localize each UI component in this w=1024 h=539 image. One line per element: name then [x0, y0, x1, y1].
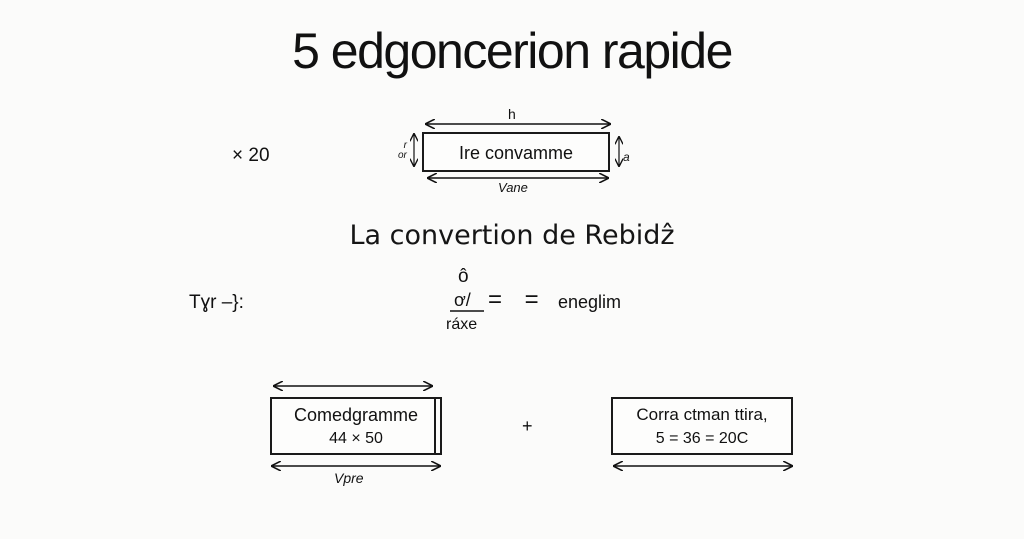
bottom-left-box: Comedgramme 44 × 50	[270, 397, 442, 455]
bottom-left-box-bottom-label: Vpre	[334, 470, 364, 486]
bottom-right-box-line1: Corra ctman ttira,	[636, 405, 768, 424]
fraction-result: eneglim	[558, 292, 622, 312]
fraction-denominator: ráxe	[446, 316, 478, 333]
bottom-left-box-line1: Comedgramme	[293, 405, 419, 425]
top-box-bottom-label: Vane	[498, 180, 528, 195]
fraction-mid: ơ/	[454, 290, 471, 310]
top-left-label: × 20	[232, 145, 270, 166]
top-box-text: Ire convamme	[458, 143, 574, 163]
section-heading: La convertion de Rebidẑ	[349, 220, 675, 251]
fraction-numerator: ô	[458, 266, 469, 287]
bottom-left-box-line2: 44 × 50	[329, 430, 383, 447]
middle-left-label: Tɣr –}:	[189, 292, 244, 313]
bottom-left-box-inner-edge	[434, 397, 436, 455]
bottom-right-box: Corra ctman ttira, 5 = 36 = 20C	[611, 397, 793, 455]
top-box-left-label: r or	[398, 140, 407, 161]
top-box-top-label: h	[508, 106, 516, 122]
page-title: 5 edgoncerion rapide	[292, 23, 733, 79]
plus-sign: +	[522, 416, 533, 436]
fraction-equals: = =	[488, 286, 547, 313]
bottom-right-box-line2: 5 = 36 = 20C	[655, 430, 749, 447]
top-box: Ire convamme	[422, 132, 610, 172]
top-box-right-label: a	[623, 150, 630, 164]
